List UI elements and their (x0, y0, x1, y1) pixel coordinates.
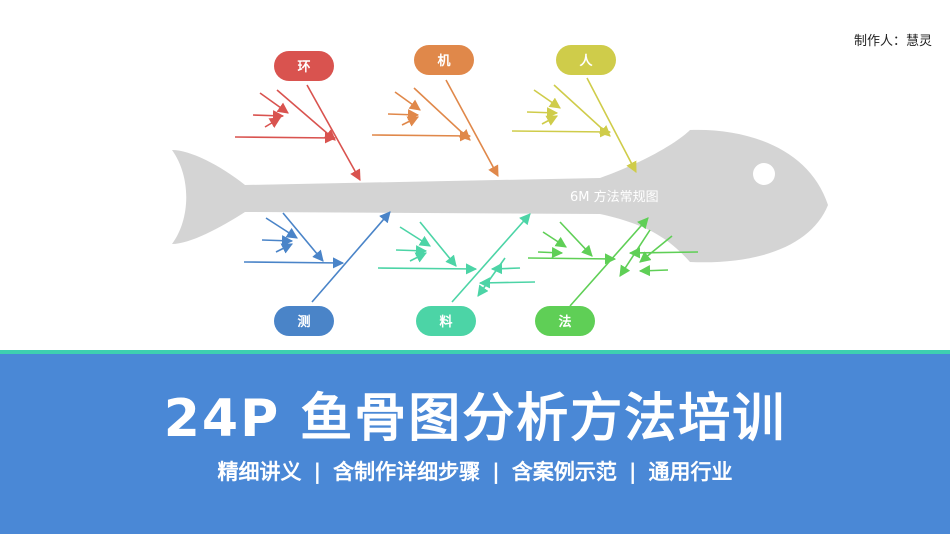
cause-arrow (252, 110, 285, 122)
category-pill: 测 (274, 306, 334, 336)
cause-arrow (478, 277, 536, 289)
cause-arrow (511, 126, 612, 138)
cause-arrow (569, 217, 649, 307)
cause-arrow (395, 245, 428, 257)
bone-group (371, 79, 499, 177)
cause-arrow (559, 221, 593, 257)
bone-group (234, 84, 361, 181)
cause-arrow (306, 84, 361, 181)
subtitle-item: 含制作详细步骤 (333, 460, 481, 484)
cause-arrow (243, 257, 345, 269)
center-label: 6M 方法常规图 (570, 189, 659, 205)
bone-group (511, 77, 637, 173)
cause-arrow (541, 115, 558, 126)
fishbone-diagram: 6M 方法常规图 环 机 人测 料 法 (172, 45, 828, 336)
fish-body (172, 129, 828, 263)
cause-arrow (537, 246, 564, 259)
cause-arrow (413, 87, 471, 141)
cause-arrow (445, 79, 499, 177)
separator: | (313, 460, 322, 484)
pill-bg (274, 306, 334, 336)
cause-arrow (276, 89, 336, 141)
cause-arrow (409, 252, 428, 263)
subtitle-item: 精细讲义 (217, 460, 302, 484)
cause-arrow (553, 84, 611, 137)
cause-arrow (533, 89, 561, 109)
pill-bg (414, 45, 474, 75)
cause-arrow (282, 212, 324, 262)
category-pill: 环 (274, 51, 334, 81)
category-label: 环 (297, 60, 310, 75)
fish-eye (753, 163, 775, 185)
cause-arrow (638, 265, 669, 277)
cause-arrow (490, 263, 521, 275)
cause-arrow (371, 130, 472, 142)
category-pill: 料 (416, 306, 476, 336)
subtitle-item: 通用行业 (648, 460, 733, 484)
bone-group (377, 213, 536, 303)
cause-arrow (527, 253, 617, 265)
category-pill: 人 (556, 45, 616, 75)
cause-arrow (234, 132, 337, 144)
category-label: 测 (297, 314, 310, 330)
cause-arrow (264, 117, 281, 128)
separator: | (492, 460, 500, 484)
category-label: 料 (439, 314, 452, 330)
cause-arrow (542, 231, 567, 248)
cause-arrow (259, 92, 289, 114)
cause-arrow (477, 257, 506, 297)
bone-group (527, 217, 699, 307)
pill-bg (274, 51, 334, 81)
category-pill: 法 (535, 306, 595, 336)
category-label: 机 (437, 53, 450, 69)
cause-arrow (628, 247, 699, 259)
title-banner: 24P 鱼骨图分析方法培训 精细讲义 | 含制作详细步骤 | 含案例示范 | 通用行业 (0, 354, 950, 534)
cause-arrow (451, 213, 531, 303)
cause-arrow (275, 243, 294, 254)
cause-arrow (419, 221, 457, 267)
cause-arrow (387, 109, 420, 121)
category-label: 人 (579, 53, 593, 69)
cause-arrow (586, 77, 637, 173)
subtitle-item: 含案例示范 (511, 460, 617, 484)
bone-group (243, 211, 391, 303)
pill-bg (556, 45, 616, 75)
main-title: 24P 鱼骨图分析方法培训 (163, 389, 787, 449)
cause-arrow (399, 226, 431, 247)
fish-shape: 6M 方法常规图 (172, 129, 828, 263)
cause-arrow (639, 235, 673, 263)
cause-arrow (377, 263, 478, 275)
category-label: 法 (558, 314, 571, 330)
pill-bg (416, 306, 476, 336)
divider-line (0, 350, 950, 354)
cause-arrow (394, 91, 421, 111)
category-pill: 机 (414, 45, 474, 75)
cause-arrow (311, 211, 391, 303)
cause-arrow (526, 107, 559, 119)
author-credit: 制作人：慧灵 (853, 34, 932, 49)
cause-arrow (401, 116, 420, 127)
pill-bg (535, 306, 595, 336)
subtitle-row: 精细讲义 | 含制作详细步骤 | 含案例示范 | 通用行业 (0, 456, 950, 486)
cause-arrow (265, 217, 298, 239)
cause-arrow (261, 235, 294, 247)
separator: | (628, 460, 637, 484)
